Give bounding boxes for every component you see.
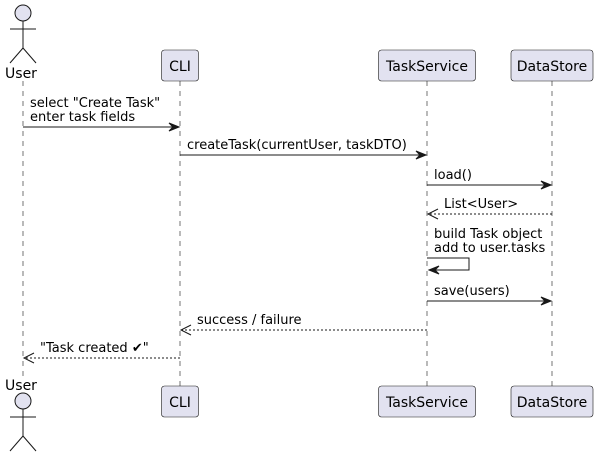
participant-label: TaskService [385, 59, 468, 75]
message-line [427, 257, 470, 271]
arrowhead [179, 324, 192, 336]
message-4: List<User> [426, 197, 552, 220]
actor-head [14, 4, 32, 22]
message-label: List<User> [444, 197, 518, 212]
participant-box [378, 385, 476, 418]
arrowhead [426, 208, 439, 220]
participant-datastore-bottom: DataStore [510, 385, 594, 418]
actor-head [14, 392, 32, 410]
participant-cli-top: CLI [161, 49, 199, 82]
message-2: createTask(currentUser, taskDTO) [180, 138, 428, 160]
actor-leg-right [22, 435, 37, 452]
arrowhead [427, 265, 440, 275]
message-1: select "Create Task"enter task fields [23, 96, 181, 132]
message-7: success / failure [179, 313, 427, 336]
participant-taskservice-top: TaskService [378, 49, 476, 82]
participant-box [510, 385, 594, 418]
arrowhead [415, 150, 428, 160]
participant-label: User [5, 66, 37, 82]
participant-box [510, 49, 594, 82]
message-6: save(users) [427, 284, 553, 306]
participant-label: User [5, 378, 37, 394]
message-8: "Task created ✔" [22, 341, 180, 364]
actor-leg-right [22, 47, 37, 64]
message-label: add to user.tasks [434, 241, 545, 256]
participant-taskservice-bottom: TaskService [378, 385, 476, 418]
participant-label: CLI [169, 395, 191, 411]
participant-datastore-top: DataStore [510, 49, 594, 82]
participant-user-top: User [5, 4, 37, 82]
participant-box [378, 49, 476, 82]
participant-cli-bottom: CLI [161, 385, 199, 418]
message-label: "Task created ✔" [40, 341, 149, 356]
arrowhead [168, 122, 181, 132]
message-label: success / failure [197, 313, 302, 328]
participant-label: CLI [169, 59, 191, 75]
message-label: enter task fields [30, 110, 135, 125]
message-3: load() [427, 168, 553, 190]
actor-leg-left [9, 47, 24, 64]
participant-label: DataStore [517, 59, 587, 75]
message-label: save(users) [434, 284, 510, 299]
message-label: createTask(currentUser, taskDTO) [187, 138, 407, 153]
participant-label: DataStore [517, 395, 587, 411]
participant-label: TaskService [385, 395, 468, 411]
participant-box [161, 385, 199, 418]
participant-box [161, 49, 199, 82]
actor-leg-left [9, 435, 24, 452]
arrowhead [22, 352, 35, 364]
message-label: build Task object [434, 227, 542, 242]
arrowhead [540, 180, 553, 190]
message-label: load() [434, 168, 472, 183]
arrowhead [540, 296, 553, 306]
message-label: select "Create Task" [30, 96, 160, 111]
participant-user-bottom: User [5, 378, 37, 452]
